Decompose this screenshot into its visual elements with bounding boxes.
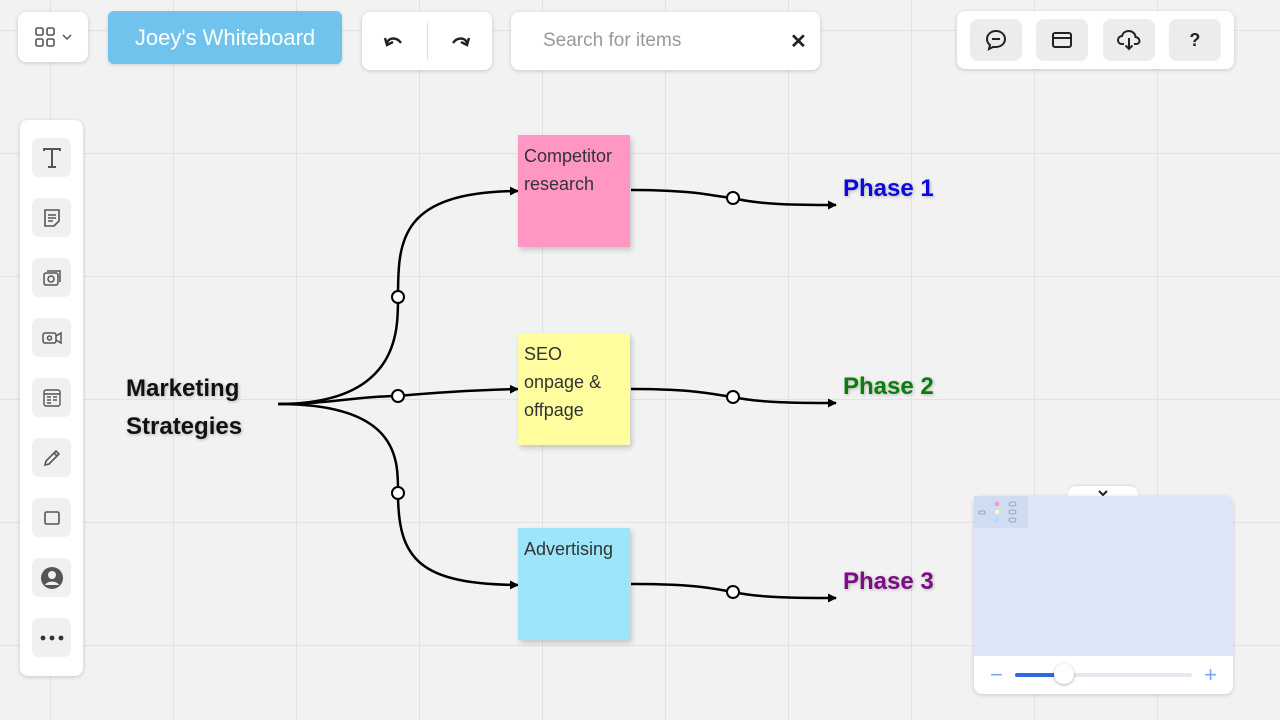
central-topic-line: Marketing [126,375,240,402]
avatar-tool-button[interactable] [32,558,71,597]
divider [426,23,428,59]
text-tool-button[interactable] [32,138,71,177]
note-line: Competitor [524,146,613,166]
connector-handle[interactable] [726,585,740,599]
close-icon[interactable]: ✕ [790,30,807,53]
chevron-down-icon [62,34,72,41]
connector-handle[interactable] [391,290,405,304]
zoom-slider-fill [1014,673,1065,677]
help-button[interactable]: ? [1168,19,1221,61]
connector-handle[interactable] [726,390,740,404]
minimap-viewport[interactable] [974,496,1233,656]
undo-icon [384,37,403,47]
central-topic-line: Strategies [126,413,243,440]
minimap-preview [974,496,1028,528]
zoom-out-button[interactable]: − [990,662,1003,687]
template-icon [42,388,61,407]
note-line: onpage & [524,372,602,392]
zoom-slider[interactable] [1014,664,1193,684]
redo-icon [451,37,470,47]
grid-icon [35,27,55,47]
zoom-in-button[interactable]: + [1204,662,1217,687]
more-tools-button[interactable] [32,618,71,657]
image-tool-button[interactable] [32,258,71,297]
note-line: Advertising [524,539,614,559]
sticky-note-competitor[interactable]: Competitor research [518,135,630,247]
sticky-note-advertising[interactable]: Advertising [518,528,630,640]
sticky-note-icon [43,208,60,227]
search-input[interactable] [541,29,790,53]
note-line: offpage [524,400,584,420]
search-bar: ✕ [511,12,820,70]
left-toolbar [20,120,83,676]
minimap: − + [974,496,1233,694]
undo-button[interactable] [362,12,427,70]
connector-handle[interactable] [726,191,740,205]
cloud-download-icon [1116,29,1141,51]
phase-2-label[interactable]: Phase 2 [843,373,934,400]
text-icon [42,147,61,168]
zoom-slider-thumb[interactable] [1054,664,1075,684]
phase-1-label[interactable]: Phase 1 [843,175,934,202]
sticky-note-seo[interactable]: SEO onpage & offpage [518,333,630,445]
chat-icon [986,29,1007,51]
download-button[interactable] [1102,19,1155,61]
top-actions: ? [957,11,1234,69]
image-icon [42,269,61,286]
pen-tool-button[interactable] [32,438,71,477]
board-title-button[interactable]: Joey's Whiteboard [108,11,342,64]
note-line: SEO [524,344,563,364]
sticky-note-tool-button[interactable] [32,198,71,237]
chevron-down-icon [1098,490,1108,497]
connector-handle[interactable] [391,486,405,500]
video-tool-button[interactable] [32,318,71,357]
template-tool-button[interactable] [32,378,71,417]
app-menu-button[interactable] [18,12,88,62]
frames-button[interactable] [1036,19,1089,61]
window-icon [1052,32,1073,48]
note-line: research [524,174,595,194]
user-icon [40,566,63,589]
square-icon [43,510,60,525]
more-icon [40,635,63,640]
undo-redo-group [362,12,492,70]
connector-handle[interactable] [391,389,405,403]
zoom-control: − + [974,656,1233,694]
phase-3-label[interactable]: Phase 3 [843,568,934,595]
central-topic[interactable]: Marketing Strategies [126,370,242,446]
redo-button[interactable] [428,12,493,70]
comments-button[interactable] [970,19,1023,61]
shape-tool-button[interactable] [32,498,71,537]
pen-icon [43,449,60,466]
video-icon [41,331,62,344]
